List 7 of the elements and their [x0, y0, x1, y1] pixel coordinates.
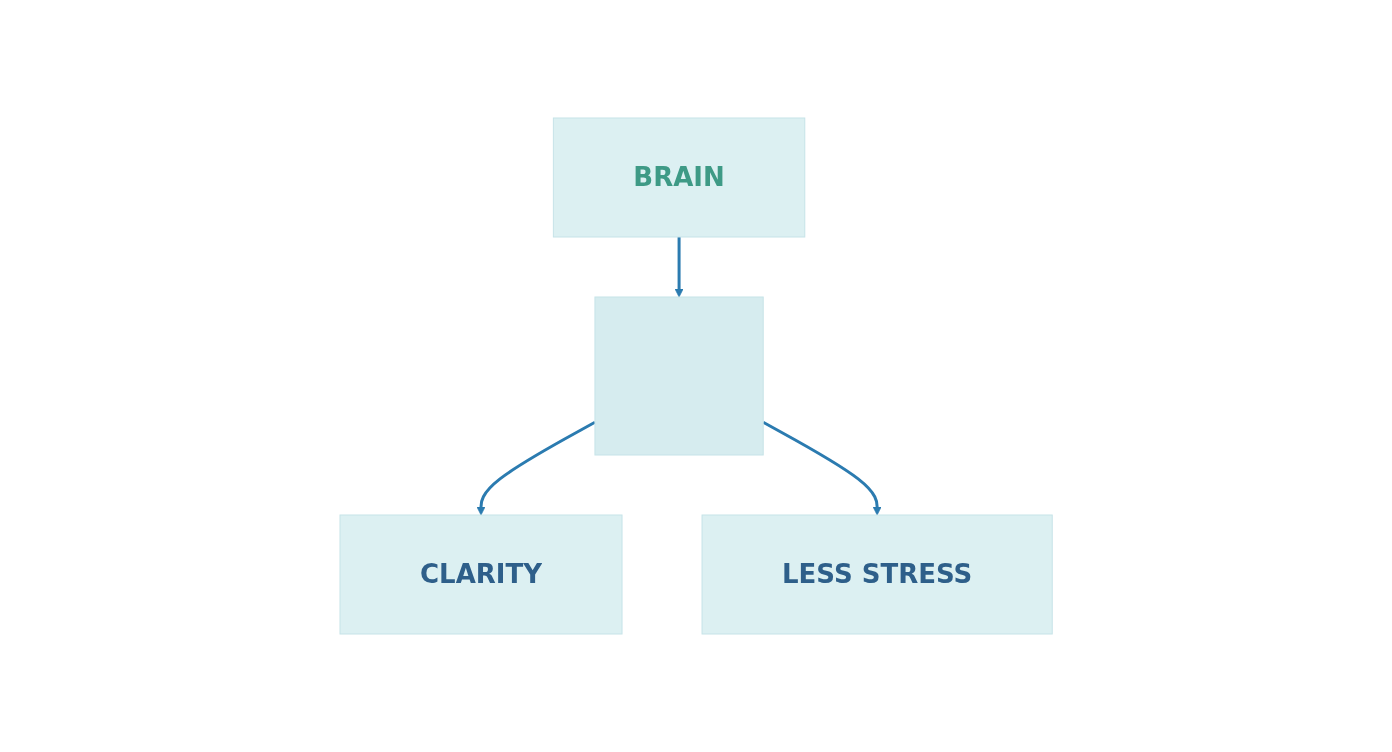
node-box: LESS STRESS: [701, 514, 1053, 635]
node-box: BRAIN: [552, 117, 806, 238]
arrow: [762, 421, 882, 516]
node-box: [594, 296, 764, 456]
node-box: CLARITY: [339, 514, 623, 635]
arrow: [674, 237, 684, 298]
arrow: [476, 421, 596, 516]
